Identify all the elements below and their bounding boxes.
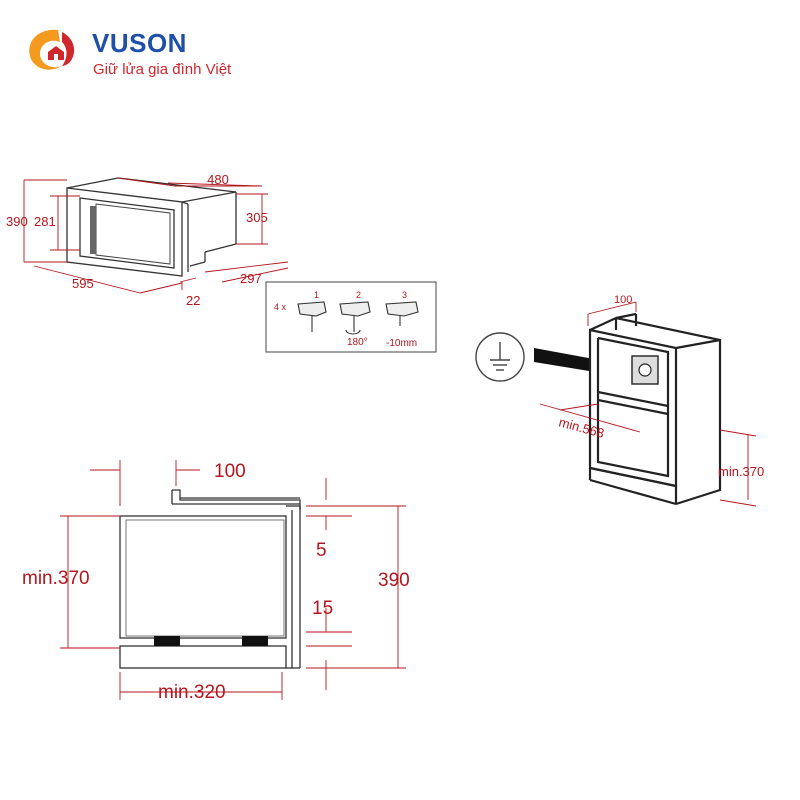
section-view: 100 min.370 5 15 390 min.320 bbox=[22, 460, 410, 703]
dim-595-label: 595 bbox=[72, 276, 94, 291]
dim-390-label: 390 bbox=[6, 214, 28, 229]
section-dim-lines bbox=[60, 460, 406, 700]
install-steps-box: 4 x 1 2 3 180° -10mm bbox=[265, 281, 437, 353]
step-2-label: 2 bbox=[356, 290, 361, 300]
appliance-outline bbox=[66, 177, 237, 277]
bracket-step-1-icon bbox=[297, 301, 327, 332]
brand-name: VUSON bbox=[92, 28, 187, 58]
foot-right bbox=[242, 636, 268, 646]
sec-min320-label: min.320 bbox=[158, 682, 226, 703]
sec-390-label: 390 bbox=[378, 570, 410, 591]
bracket-step-2-icon bbox=[339, 301, 371, 335]
dim-22-label: 22 bbox=[186, 293, 200, 308]
appliance-dim-lines bbox=[23, 177, 289, 294]
section-outline bbox=[119, 489, 301, 669]
vuson-logo-icon bbox=[29, 29, 75, 70]
step-3-label: 3 bbox=[402, 290, 407, 300]
foot-left bbox=[154, 636, 180, 646]
dim-480-label: 480 bbox=[207, 172, 229, 187]
bracket-step-3-icon bbox=[385, 301, 419, 326]
dim-297-label: 297 bbox=[240, 271, 262, 286]
step-1-label: 1 bbox=[314, 290, 319, 300]
brand-logo bbox=[18, 22, 258, 82]
sec-100-label: 100 bbox=[214, 461, 246, 482]
cabinet-dim-lines bbox=[539, 301, 757, 507]
cabinet-outline bbox=[588, 312, 722, 506]
steps-qty-label: 4 x bbox=[274, 302, 287, 312]
brand-slogan: Giữ lửa gia đình Việt bbox=[93, 61, 232, 78]
cab-100-label: 100 bbox=[614, 294, 632, 306]
rotate-180-label: 180° bbox=[347, 337, 368, 348]
cab-min370-label: min.370 bbox=[718, 464, 764, 479]
appliance-perspective-view: 480 390 281 305 595 297 22 bbox=[6, 172, 289, 308]
sec-15-label: 15 bbox=[312, 598, 333, 619]
dim-281-label: 281 bbox=[34, 214, 56, 229]
sec-5-label: 5 bbox=[316, 540, 327, 561]
cabinet-perspective-view: 100 min.568 min.370 bbox=[475, 294, 764, 507]
offset-label: -10mm bbox=[386, 338, 417, 349]
dim-305-label: 305 bbox=[246, 210, 268, 225]
ground-icon bbox=[475, 332, 525, 382]
sec-min370-label: min.370 bbox=[22, 568, 90, 589]
socket-icon bbox=[638, 363, 652, 377]
